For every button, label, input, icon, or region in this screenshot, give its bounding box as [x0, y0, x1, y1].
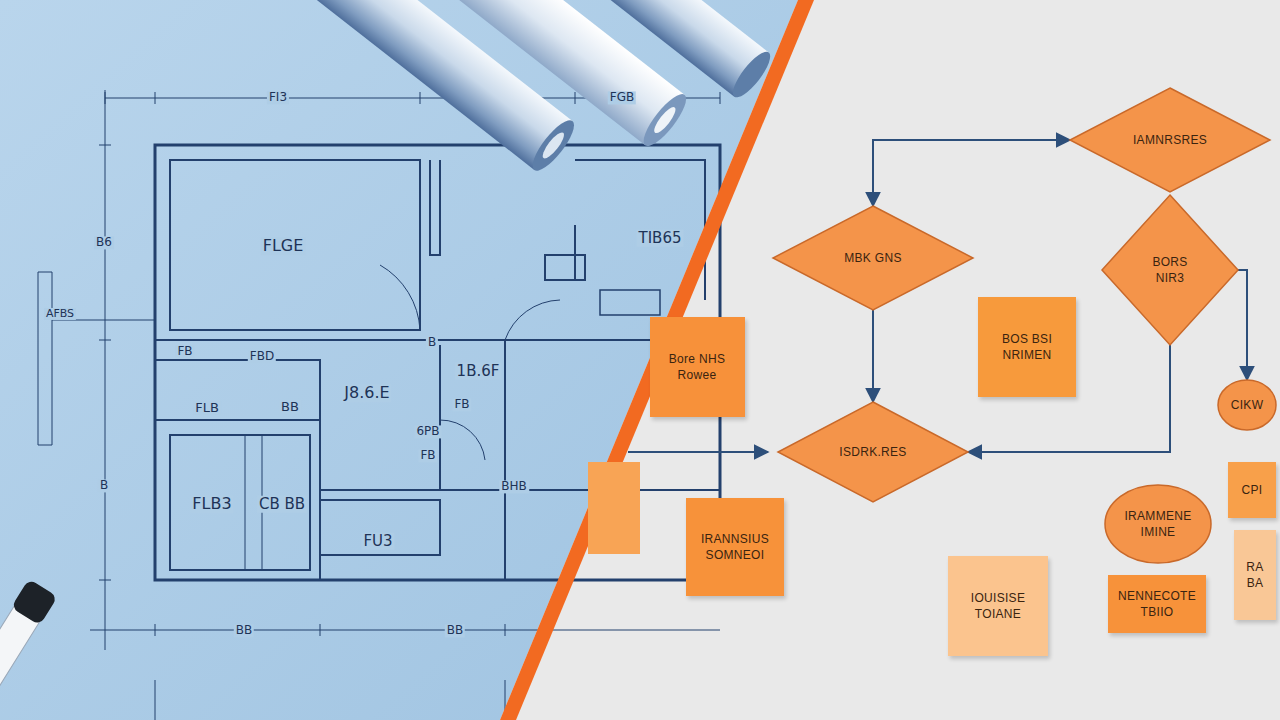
sticky-note: RA BA	[1234, 530, 1276, 620]
flow-connector	[873, 140, 1070, 206]
room-label: J8.6.E	[342, 384, 391, 402]
dimension-label: FI3	[267, 91, 289, 104]
node-text: IOUISISE TOIANE	[958, 590, 1038, 622]
rect-outline	[686, 498, 784, 596]
text-group: CPI	[1234, 482, 1270, 498]
rect-outline	[948, 556, 1048, 656]
decision-diamond: BORS NIR3	[1102, 195, 1238, 345]
text-group: IRAMMENE IMINE	[1121, 508, 1195, 540]
room-label: TIB65	[637, 230, 684, 247]
text-group: BORS NIR3	[1142, 254, 1198, 286]
divider-stripe	[500, 0, 814, 720]
node-text: NENNECOTE TBIIO	[1114, 588, 1200, 620]
room-label: 1B.6F	[455, 363, 502, 380]
terminal-oval: IRAMMENE IMINE	[1105, 485, 1211, 563]
ellipse-outline	[1105, 485, 1211, 563]
text-group: IOUISISE TOIANE	[958, 590, 1038, 622]
sticky-note: IRANNSIUS SOMNEOI	[686, 498, 784, 596]
node-text: BORS NIR3	[1142, 254, 1198, 286]
room-label: FLGE	[261, 237, 306, 255]
rect-outline	[1234, 530, 1276, 620]
node-text: IRANNSIUS SOMNEOI	[693, 531, 777, 563]
dimension-label: B6	[94, 236, 114, 249]
rect-outline	[650, 317, 745, 417]
dimension-lines	[38, 90, 720, 720]
room-label: FLB3	[190, 495, 233, 513]
dimension-label: BHB	[499, 480, 529, 493]
dimension-label: FB	[418, 449, 437, 462]
sticky-note	[588, 462, 640, 554]
dimension-label: FGB	[608, 91, 636, 104]
room-label: CB BB	[257, 496, 307, 513]
text-group: ISDRK.RES	[830, 444, 916, 460]
node-text: RA BA	[1240, 559, 1270, 591]
text-group: MBK GNS	[828, 250, 918, 266]
node-text: CPI	[1242, 482, 1263, 498]
dimension-label: FBD	[248, 350, 276, 363]
door-swings	[380, 265, 560, 460]
flow-connector	[1238, 270, 1247, 380]
dimension-label: FLB	[193, 401, 221, 415]
node-text: IAMNRSRES	[1133, 132, 1207, 148]
decision-diamond: IAMNRSRES	[1070, 88, 1270, 192]
flow-connector	[872, 310, 874, 402]
sticky-note: NENNECOTE TBIIO	[1108, 575, 1206, 633]
dimension-label: AFBS	[44, 308, 76, 320]
node-text: ISDRK.RES	[839, 444, 906, 460]
terminal-oval: CIKW	[1218, 380, 1276, 430]
rolled-blueprints	[274, 0, 776, 176]
flow-line	[628, 451, 768, 453]
node-text: BOS BSI NRIMEN	[987, 331, 1067, 363]
rect-outline	[978, 297, 1076, 397]
rect-outline	[1108, 575, 1206, 633]
pen	[0, 579, 58, 711]
dimension-label: BB	[234, 624, 254, 637]
node-text: CIKW	[1231, 397, 1264, 413]
sticky-note: IOUISISE TOIANE	[948, 556, 1048, 656]
dimension-label: BB	[445, 624, 465, 637]
dimension-label: 6PB	[414, 425, 441, 438]
text-group: Bore NHS Rowee	[658, 351, 736, 383]
text-group: RA BA	[1240, 559, 1270, 591]
dimension-label: B	[98, 479, 110, 492]
decision-diamond: ISDRK.RES	[778, 402, 968, 502]
decision-diamond: MBK GNS	[773, 206, 973, 310]
dimension-label: FB	[175, 345, 194, 358]
blueprint-sheet	[0, 0, 798, 720]
sticky-note: Bore NHS Rowee	[650, 317, 745, 417]
node-text: IRAMMENE IMINE	[1121, 508, 1195, 540]
diamond-outline	[1102, 195, 1238, 345]
sticky-note: BOS BSI NRIMEN	[978, 297, 1076, 397]
node-text: Bore NHS Rowee	[658, 351, 736, 383]
dimension-label: BB	[279, 400, 301, 414]
text-group: CIKW	[1227, 397, 1267, 413]
room-label: FU3	[361, 533, 394, 550]
floor-plan	[155, 145, 720, 580]
dimension-label: B	[426, 336, 438, 349]
node-text: MBK GNS	[844, 250, 901, 266]
text-group: IAMNRSRES	[1125, 132, 1215, 148]
text-group: IRANNSIUS SOMNEOI	[693, 531, 777, 563]
text-group: NENNECOTE TBIIO	[1114, 588, 1200, 620]
sticky-note: CPI	[1228, 462, 1276, 518]
dimension-label: FB	[452, 398, 471, 411]
text-group: BOS BSI NRIMEN	[987, 331, 1067, 363]
